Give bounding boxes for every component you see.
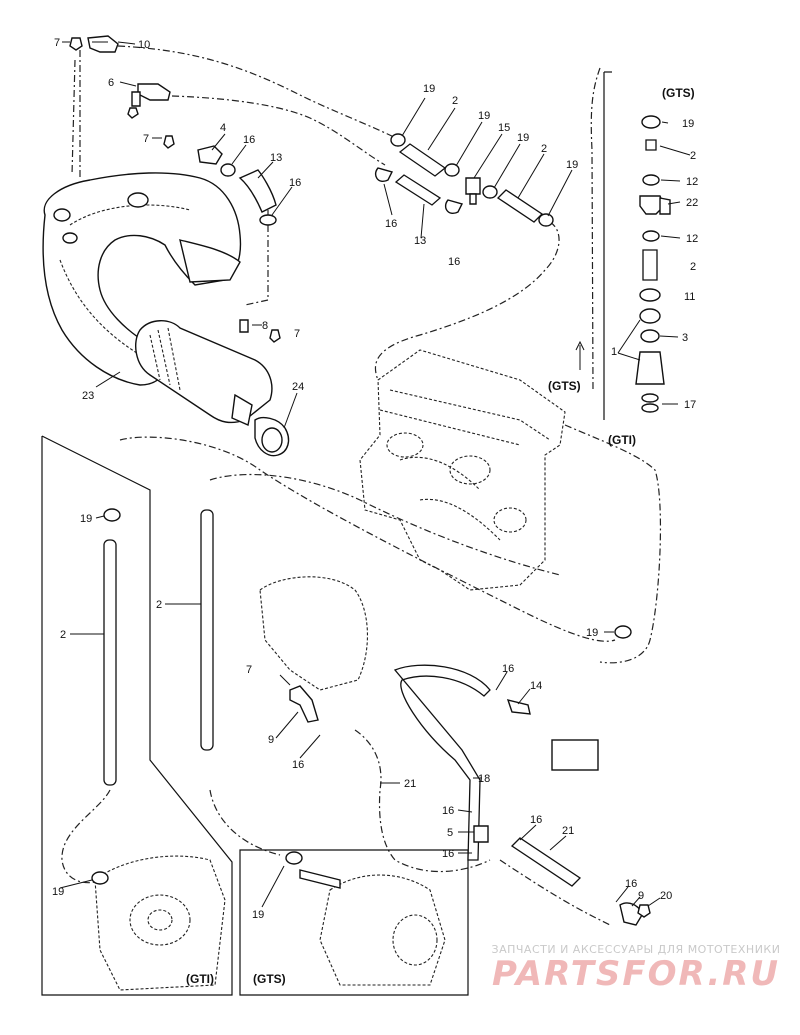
gts-lower-frame [239, 849, 469, 996]
label-4: 4 [220, 122, 226, 134]
label-10: 10 [138, 39, 150, 51]
watermark: ЗАПЧАСТИ И АКСЕССУАРЫ ДЛЯ МОТОТЕХНИКИ PA… [486, 943, 786, 992]
label-13: 13 [414, 235, 426, 247]
clamp-19-upper[interactable] [390, 133, 554, 227]
engine-outline [359, 349, 566, 591]
tee-fitting-5[interactable] [473, 825, 489, 843]
label-21: 21 [562, 825, 574, 837]
label-15: 15 [498, 122, 510, 134]
fitting-4[interactable] [197, 145, 223, 165]
label-11: 11 [684, 291, 695, 303]
label-7: 7 [54, 37, 60, 49]
tag-gti-mid: (GTI) [608, 433, 636, 447]
label-16: 16 [625, 878, 637, 890]
label-16: 16 [530, 814, 542, 826]
label-2: 2 [541, 143, 547, 155]
label-12: 12 [686, 233, 698, 245]
tag-gti-box: (GTI) [186, 972, 214, 986]
label-22: 22 [686, 197, 698, 209]
label-13: 13 [270, 152, 282, 164]
hose-21-right[interactable] [510, 837, 582, 887]
exhaust-manifold-23[interactable] [42, 172, 242, 386]
label-23: 23 [82, 390, 94, 402]
label-6: 6 [108, 77, 114, 89]
label-16: 16 [442, 805, 454, 817]
clamp-16-left[interactable] [220, 163, 277, 226]
tube-2-center[interactable] [200, 509, 214, 751]
label-9: 9 [268, 734, 274, 746]
label-16: 16 [385, 218, 397, 230]
label-19: 19 [566, 159, 578, 171]
part-number-labels: 7 10 6 7 4 16 13 16 8 7 23 24 19 2 19 15… [52, 37, 698, 921]
label-19: 19 [478, 110, 490, 122]
label-18: 18 [478, 773, 490, 785]
label-16: 16 [502, 663, 514, 675]
label-3: 3 [682, 332, 688, 344]
jet-pump-gts [299, 869, 446, 986]
label-19: 19 [423, 83, 435, 95]
hose-routing [61, 45, 662, 926]
gti-lower-frame [41, 435, 233, 996]
label-20: 20 [660, 890, 672, 902]
label-7: 7 [143, 133, 149, 145]
clamp-16-upper[interactable] [374, 167, 464, 214]
label-19: 19 [80, 513, 92, 525]
label-19: 19 [52, 886, 64, 898]
label-19: 19 [517, 132, 529, 144]
label-5: 5 [447, 827, 453, 839]
label-19: 19 [682, 118, 694, 130]
label-2: 2 [60, 629, 66, 641]
label-16: 16 [448, 256, 460, 268]
label-7: 7 [246, 664, 252, 676]
label-2: 2 [452, 95, 458, 107]
label-2: 2 [690, 261, 696, 273]
tag-gts-top: (GTS) [662, 86, 695, 100]
fitting-14[interactable] [506, 699, 599, 771]
label-19: 19 [252, 909, 264, 921]
pump-housing-ghost [259, 576, 368, 691]
watermark-brand: PARTSFOR.RU [491, 954, 781, 994]
label-1: 1 [611, 346, 617, 358]
label-16: 16 [442, 848, 454, 860]
tag-gts-box: (GTS) [253, 972, 286, 986]
label-16: 16 [289, 177, 301, 189]
label-9: 9 [638, 890, 644, 902]
label-21: 21 [404, 778, 416, 790]
label-12: 12 [686, 176, 698, 188]
elbow-fitting-9[interactable] [289, 685, 319, 723]
clamps-19-lower[interactable] [91, 508, 632, 885]
drain-plug-parts[interactable] [69, 37, 281, 343]
label-2: 2 [156, 599, 162, 611]
elbow-fitting-10[interactable] [87, 35, 119, 53]
label-14: 14 [530, 680, 542, 692]
tee-fitting-15[interactable] [465, 177, 481, 205]
gts-column[interactable] [603, 71, 671, 420]
label-24: 24 [292, 381, 304, 393]
label-19: 19 [586, 627, 598, 639]
hose-2-upper-left[interactable] [398, 143, 447, 177]
label-16: 16 [243, 134, 255, 146]
watermark-tagline: ЗАПЧАСТИ И АКСЕССУАРЫ ДЛЯ МОТОТЕХНИКИ [491, 943, 781, 956]
elbow-fitting-6[interactable] [131, 83, 171, 107]
hose-2-upper-right[interactable] [496, 189, 544, 223]
jet-pump-gti [94, 855, 226, 991]
fitting-9-20-lower[interactable] [619, 902, 651, 926]
label-17: 17 [684, 399, 696, 411]
label-16: 16 [292, 759, 304, 771]
hose-18[interactable] [393, 664, 491, 861]
label-2: 2 [690, 150, 696, 162]
model-tags: (GTS) (GTS) (GTI) (GTI) (GTS) [186, 86, 695, 986]
tube-2-gti[interactable] [103, 539, 117, 786]
hose-13-left[interactable] [238, 169, 277, 213]
leader-lines [59, 41, 691, 908]
tag-gts-mid: (GTS) [548, 379, 581, 393]
label-7: 7 [294, 328, 300, 340]
hose-13-upper[interactable] [394, 174, 442, 206]
label-8: 8 [262, 320, 268, 332]
muffler-24[interactable] [134, 320, 290, 457]
